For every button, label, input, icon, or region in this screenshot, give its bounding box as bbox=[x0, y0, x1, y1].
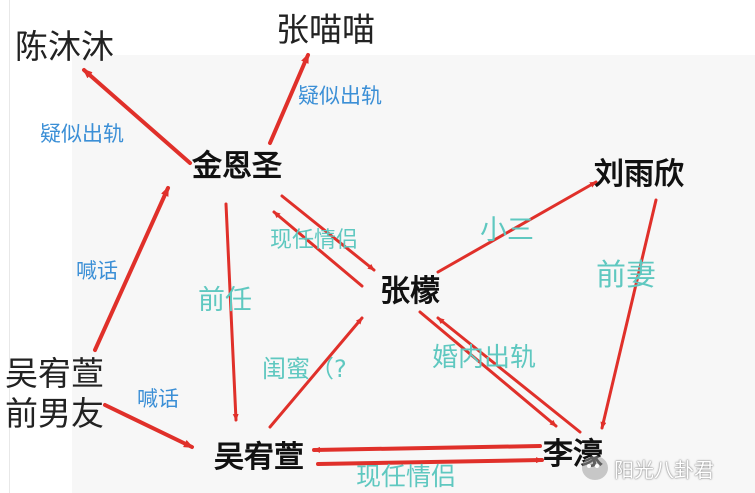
label-mistress: 小三 bbox=[480, 215, 534, 246]
edge-jin-zhangmeng-a bbox=[280, 194, 376, 272]
label-ex-jin-wu: 前任 bbox=[198, 285, 252, 316]
label-bestie: 闺蜜（? bbox=[262, 355, 347, 383]
edge-jin-zhangmeng-b bbox=[272, 210, 364, 288]
edge-wu-li-a bbox=[312, 444, 542, 453]
node-wu-ex-line1: 吴宥萱 bbox=[5, 354, 104, 393]
edge-jin-to-chen bbox=[82, 68, 192, 165]
watermark: 阳光八卦君 bbox=[582, 448, 755, 488]
label-current-couple-wu-li: 现任情侣 bbox=[356, 462, 457, 491]
label-suspect-affair-miao: 疑似出轨 bbox=[298, 84, 382, 108]
edge-jin-to-zhangmiao bbox=[268, 53, 310, 145]
edge-zhangmeng-to-liu bbox=[436, 180, 598, 274]
label-suspect-affair-chen: 疑似出轨 bbox=[40, 122, 124, 146]
edge-jin-to-wu bbox=[224, 202, 239, 422]
label-current-couple-jin-zhangmeng: 现任情侣 bbox=[270, 228, 359, 253]
label-marital-affair: 婚内出轨 bbox=[432, 343, 537, 373]
edge-liu-to-li bbox=[600, 198, 658, 430]
node-wu-ex-line2: 前男友 bbox=[5, 394, 104, 433]
edge-wu-li-b bbox=[316, 457, 544, 466]
edge-wuex-to-jin bbox=[93, 186, 170, 352]
node-liu-yu-xin: 刘雨欣 bbox=[594, 157, 684, 192]
node-jin-en-sheng: 金恩圣 bbox=[192, 149, 282, 184]
wechat-icon bbox=[582, 456, 608, 480]
page-left-rule bbox=[9, 0, 10, 493]
edge-wu-to-zhangmeng bbox=[268, 316, 364, 429]
label-shout-jin: 喊话 bbox=[76, 259, 118, 283]
edge-wuex-to-wu bbox=[103, 403, 194, 449]
node-wu-you-xuan: 吴宥萱 bbox=[214, 440, 304, 475]
label-shout-wu: 喊话 bbox=[137, 387, 179, 411]
edge-li-zhangmeng-b bbox=[418, 310, 558, 428]
edge-li-zhangmeng-a bbox=[436, 316, 582, 434]
node-chen-mu-mu: 陈沐沐 bbox=[15, 27, 114, 66]
node-zhang-miao-miao: 张喵喵 bbox=[276, 10, 375, 49]
watermark-text: 阳光八卦君 bbox=[614, 457, 714, 482]
node-zhang-meng: 张檬 bbox=[380, 274, 440, 309]
label-ex-wife: 前妻 bbox=[596, 258, 656, 293]
diagram-background bbox=[72, 55, 755, 493]
